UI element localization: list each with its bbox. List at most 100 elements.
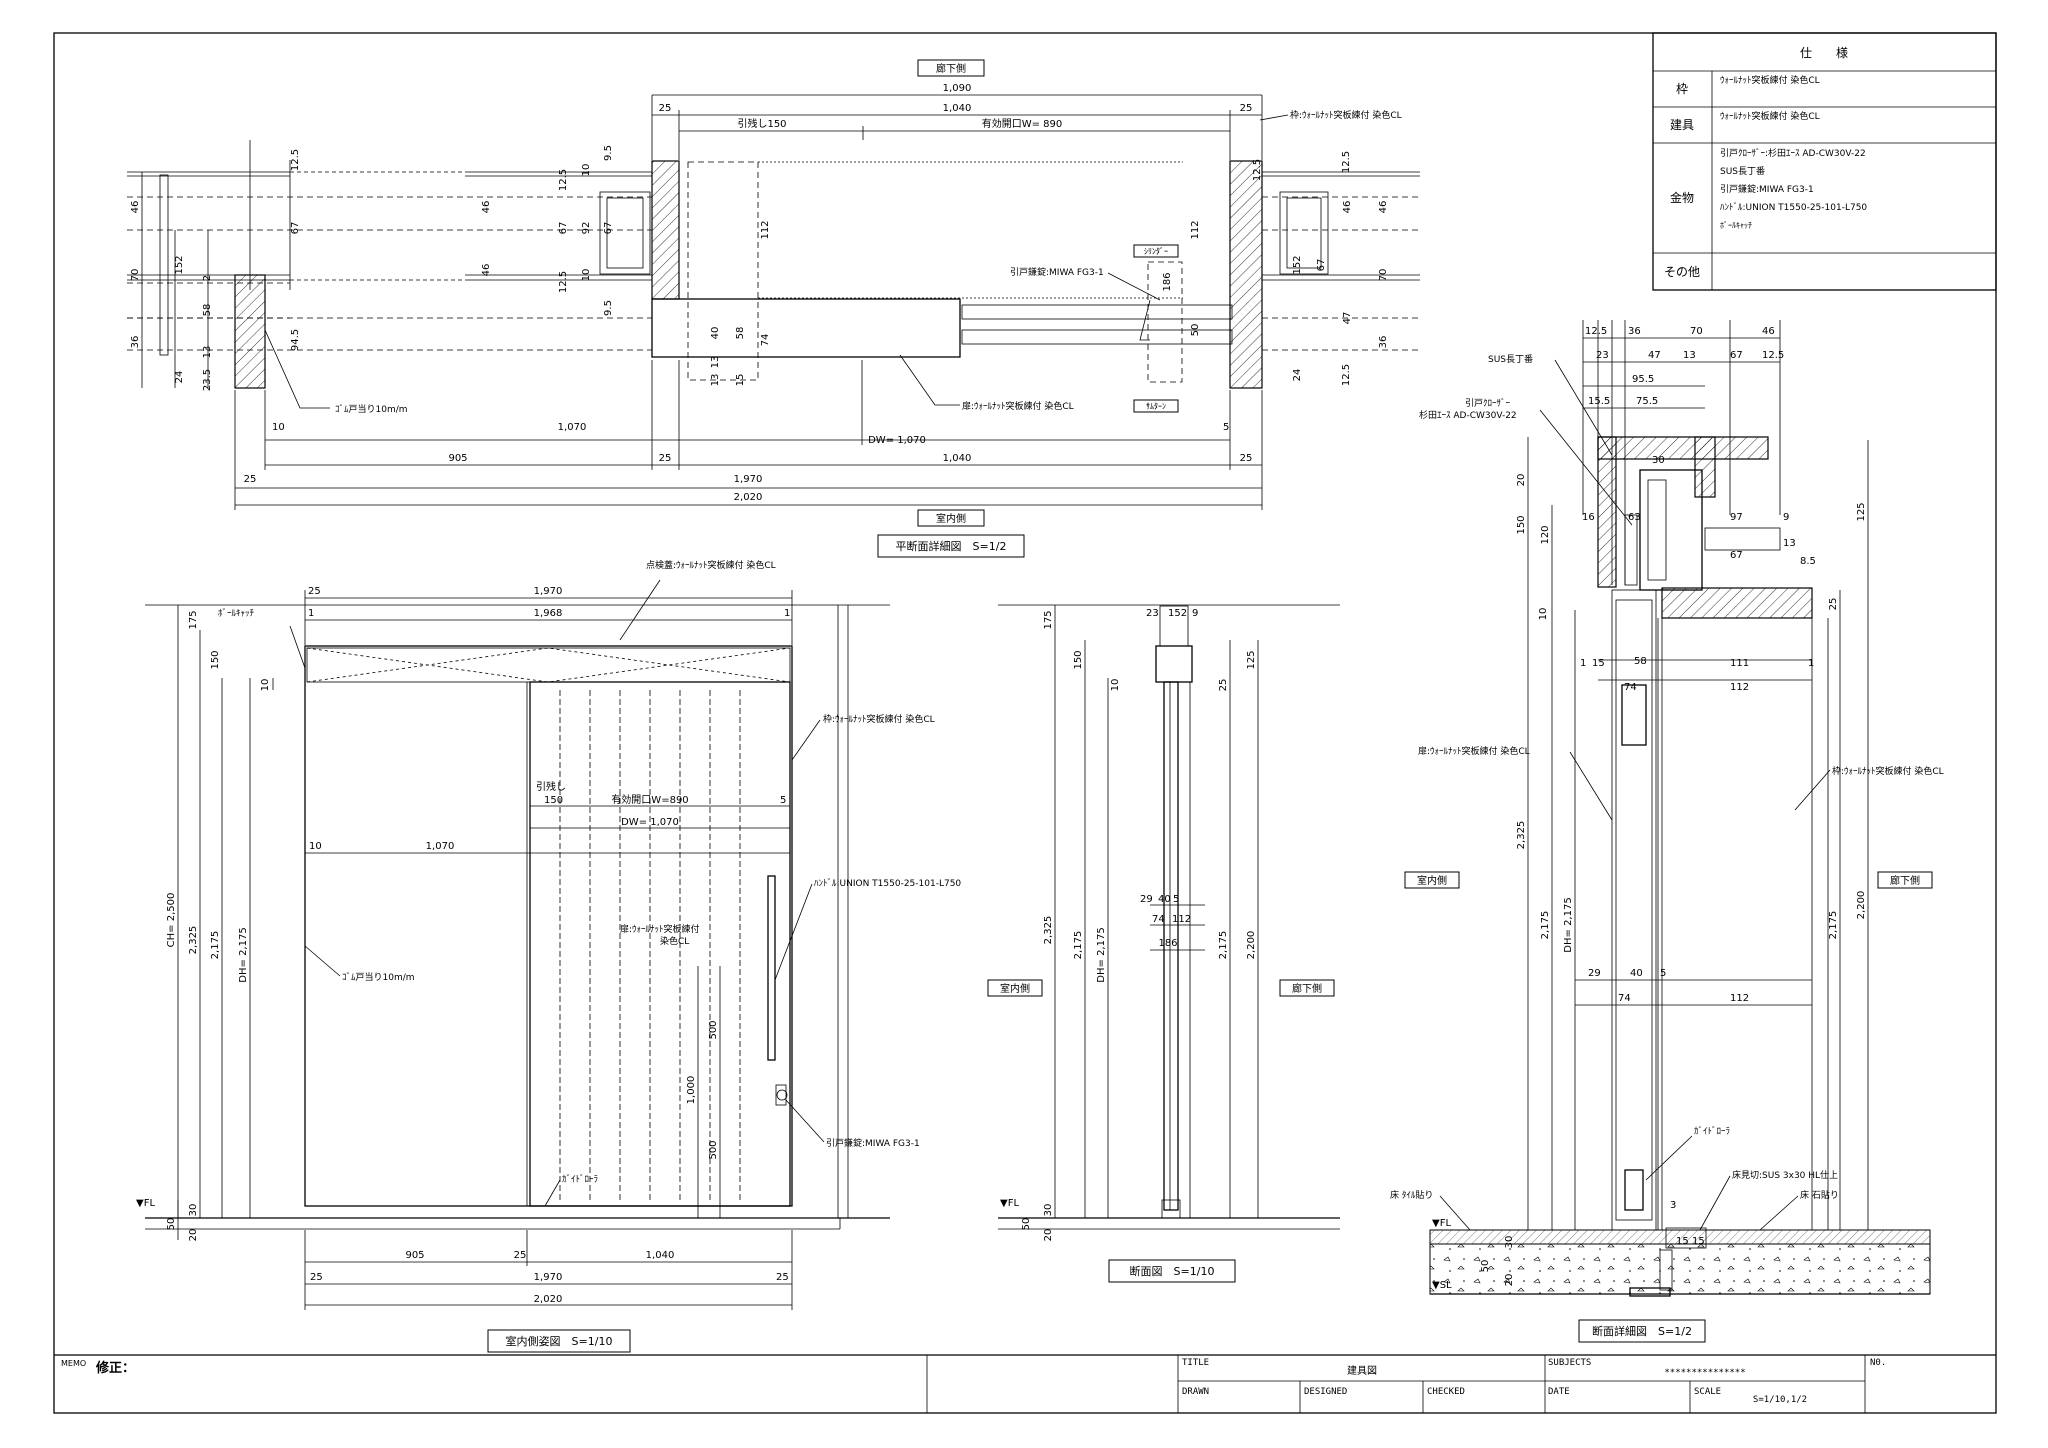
section-mid-dim-5: 5 — [1173, 894, 1179, 905]
plan-dim-1090: 1,090 — [943, 83, 972, 94]
plan-mid-dim-12-5b: 12.5 — [558, 271, 569, 293]
plan-dim-25-right: 25 — [1240, 103, 1253, 114]
section-vdim-20: 20 — [1043, 1229, 1054, 1242]
elev-bdim-1970: 1,970 — [534, 1272, 563, 1283]
detail-vdim-50: 50 — [1480, 1260, 1491, 1273]
detail-dim-1a: 1 — [1580, 658, 1586, 669]
section-vdim-25: 25 — [1218, 679, 1229, 692]
plan-right-dim-67: 67 — [1316, 259, 1327, 272]
section-vdim-150: 150 — [1073, 650, 1084, 669]
detail-sl-mark: ▼SL — [1432, 1280, 1452, 1291]
section-caption: 断面図 S=1/10 — [1130, 1264, 1215, 1278]
detail-mid-112: 112 — [1730, 993, 1749, 1004]
detail-dim-13: 13 — [1683, 350, 1696, 361]
plan-door-dim-13b: 13 — [710, 374, 721, 387]
plan-note-door: 扉:ｳｫｰﾙﾅｯﾄ突板練付 染色CL — [962, 400, 1074, 412]
detail-note-stone: 床 石貼り — [1800, 1189, 1839, 1201]
spec-hardware-3: 引戸鎌錠:MIWA FG3-1 — [1720, 183, 1814, 195]
plan-right-dim-46a: 46 — [1378, 201, 1389, 214]
detail-section-view: 断面詳細図 S=1/2 室内側 廊下側 — [1390, 320, 1944, 1343]
elev-vdim-30: 30 — [188, 1204, 199, 1217]
plan-door-dim-13a: 13 — [710, 356, 721, 369]
plan-bottom-dim-25c: 25 — [244, 474, 257, 485]
plan-right-dim-112: 112 — [1190, 220, 1201, 239]
plan-thumbturn-label: ｻﾑﾀｰﾝ — [1146, 402, 1166, 411]
detail-dim-63: 63 — [1628, 512, 1641, 523]
plan-dim-25-left: 25 — [659, 103, 672, 114]
section-view: 断面図 S=1/10 室内側 廊下側 23 152 9 29 40 5 74 1… — [987, 604, 1340, 1283]
plan-left-dim-152: 152 — [174, 255, 185, 274]
section-top-dim-152: 152 — [1168, 608, 1187, 619]
plan-mid-dim-10a: 10 — [581, 164, 592, 177]
elev-vdim-2325: 2,325 — [188, 926, 199, 955]
elev-vdim-10: 10 — [260, 679, 271, 692]
plan-door-dim-15: 15 — [735, 374, 746, 387]
elev-dim-1a: 1 — [308, 608, 314, 619]
elev-bdim-25c: 25 — [776, 1272, 789, 1283]
plan-right-dim-46b: 46 — [1342, 201, 1353, 214]
detail-dim-9: 9 — [1783, 512, 1789, 523]
plan-left-dim-70: 70 — [130, 269, 141, 282]
spec-title: 仕 様 — [1800, 46, 1848, 60]
detail-dim-111: 111 — [1730, 658, 1749, 669]
section-vdim-dh: DH= 2,175 — [1096, 927, 1107, 982]
detail-dim-95-5: 95.5 — [1632, 374, 1654, 385]
spec-door-value: ｳｫｰﾙﾅｯﾄ突板練付 染色CL — [1720, 110, 1820, 122]
sheet-border — [53, 32, 1997, 1414]
section-vdim-30: 30 — [1043, 1204, 1054, 1217]
detail-mid-15b: 15 — [1692, 1236, 1705, 1247]
elev-note-door-2: 染色CL — [660, 935, 689, 947]
detail-dim-12-5a: 12.5 — [1585, 326, 1607, 337]
plan-door-dim-40: 40 — [710, 327, 721, 340]
detail-mid-15a: 15 — [1676, 1236, 1689, 1247]
section-fl-mark: ▼FL — [1000, 1198, 1019, 1209]
plan-bottom-dim-905: 905 — [448, 453, 467, 464]
plan-mid-dim-10b: 10 — [581, 269, 592, 282]
plan-left-dim-13: 13 — [202, 346, 213, 359]
title-block: MEMO 修正： TITLE 建具図 SUBJECTS ************… — [54, 1354, 1996, 1413]
elev-vdim-175: 175 — [188, 610, 199, 629]
section-vdim-2175b: 2,175 — [1218, 931, 1229, 960]
plan-dim-1040: 1,040 — [943, 103, 972, 114]
plan-note-rubber: ｺﾞﾑ戸当り10m/m — [335, 403, 408, 415]
detail-mid-29: 29 — [1588, 968, 1601, 979]
plan-corridor-label: 廊下側 — [936, 62, 966, 75]
detail-indoor-label: 室内側 — [1417, 874, 1447, 887]
elev-vdim-500a: 500 — [708, 1020, 719, 1039]
elev-bdim-905: 905 — [405, 1250, 424, 1261]
elev-inner-pull: 引残し — [536, 780, 566, 793]
plan-mid-dim-67a: 67 — [558, 222, 569, 235]
plan-mid-dim-12-5: 12.5 — [558, 169, 569, 191]
spec-table: 仕 様 枠 ｳｫｰﾙﾅｯﾄ突板練付 染色CL 建具 ｳｫｰﾙﾅｯﾄ突板練付 染色… — [1652, 32, 1997, 291]
plan-left-dim-46b: 46 — [481, 201, 492, 214]
plan-bottom-dim-5: 5 — [1223, 422, 1229, 433]
section-mid-dim-186: 186 — [1158, 938, 1177, 949]
plan-bottom-dim-dw: DW= 1,070 — [868, 435, 926, 446]
detail-vdim-2200: 2,200 — [1856, 891, 1867, 920]
plan-door-dim-112: 112 — [760, 220, 771, 239]
elev-bdim-25b: 25 — [310, 1272, 323, 1283]
section-mid-dim-29: 29 — [1140, 894, 1153, 905]
elev-note-guide-roller: ｶﾞｲﾄﾞﾛｰﾗ — [562, 1174, 598, 1185]
detail-vdim-2325: 2,325 — [1516, 821, 1527, 850]
plan-left-dim-23-5: 23.5 — [202, 369, 213, 391]
detail-dim-8-5: 8.5 — [1800, 556, 1816, 567]
elev-caption: 室内側姿図 S=1/10 — [506, 1334, 613, 1348]
elev-vdim-1000: 1,000 — [686, 1076, 697, 1105]
plan-section-view: 廊下側 室内側 平断面詳細図 S=1/2 — [127, 59, 1420, 558]
section-mid-dim-74: 74 — [1152, 914, 1165, 925]
plan-right-dim-186: 186 — [1162, 272, 1173, 291]
elev-note-rubber: ｺﾞﾑ戸当り10m/m — [342, 971, 415, 983]
plan-bottom-dim-25b: 25 — [1240, 453, 1253, 464]
detail-dim-112: 112 — [1730, 682, 1749, 693]
elev-inner-1070: 1,070 — [426, 841, 455, 852]
elev-dim-1968: 1,968 — [534, 608, 563, 619]
elev-note-lock: 引戸鎌錠:MIWA FG3-1 — [826, 1137, 920, 1149]
spec-label-other: その他 — [1664, 265, 1700, 279]
plan-note-lock: 引戸鎌錠:MIWA FG3-1 — [1010, 266, 1104, 278]
spec-label-door: 建具 — [1670, 118, 1694, 132]
tb-revision-label: 修正： — [95, 1360, 135, 1376]
plan-right-dim-36: 36 — [1378, 336, 1389, 349]
plan-right-dim-47: 47 — [1342, 312, 1353, 325]
